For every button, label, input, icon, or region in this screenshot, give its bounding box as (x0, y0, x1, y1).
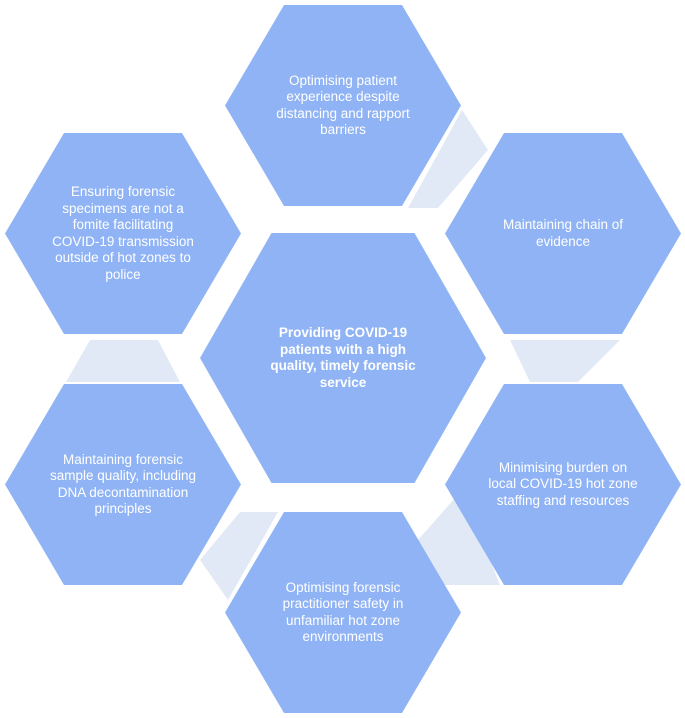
hexagon-lower-left-label: Maintaining forensic sample quality, inc… (49, 451, 197, 517)
hexagon-upper-right-label: Maintaining chain of evidence (502, 217, 624, 249)
hexagon-lower-right-label: Minimising burden on local COVID-19 hot … (488, 459, 638, 508)
hexagon-top-label: Optimising patient experience despite di… (276, 72, 410, 138)
connector-shape (510, 340, 620, 382)
connector-shape (200, 512, 278, 600)
hexagon-top: Optimising patient experience despite di… (225, 5, 461, 206)
hexagon-center-label: Providing COVID-19 patients with a high … (270, 325, 416, 390)
hexagon-bottom: Optimising forensic practitioner safety … (225, 512, 461, 713)
hexagon-bottom-label: Optimising forensic practitioner safety … (282, 579, 404, 645)
connector-shape (418, 490, 500, 585)
connector-shape (408, 110, 488, 208)
connector-shape (66, 340, 180, 382)
hexagon-upper-left-label: Ensuring forensic specimens are not a fo… (52, 184, 194, 282)
